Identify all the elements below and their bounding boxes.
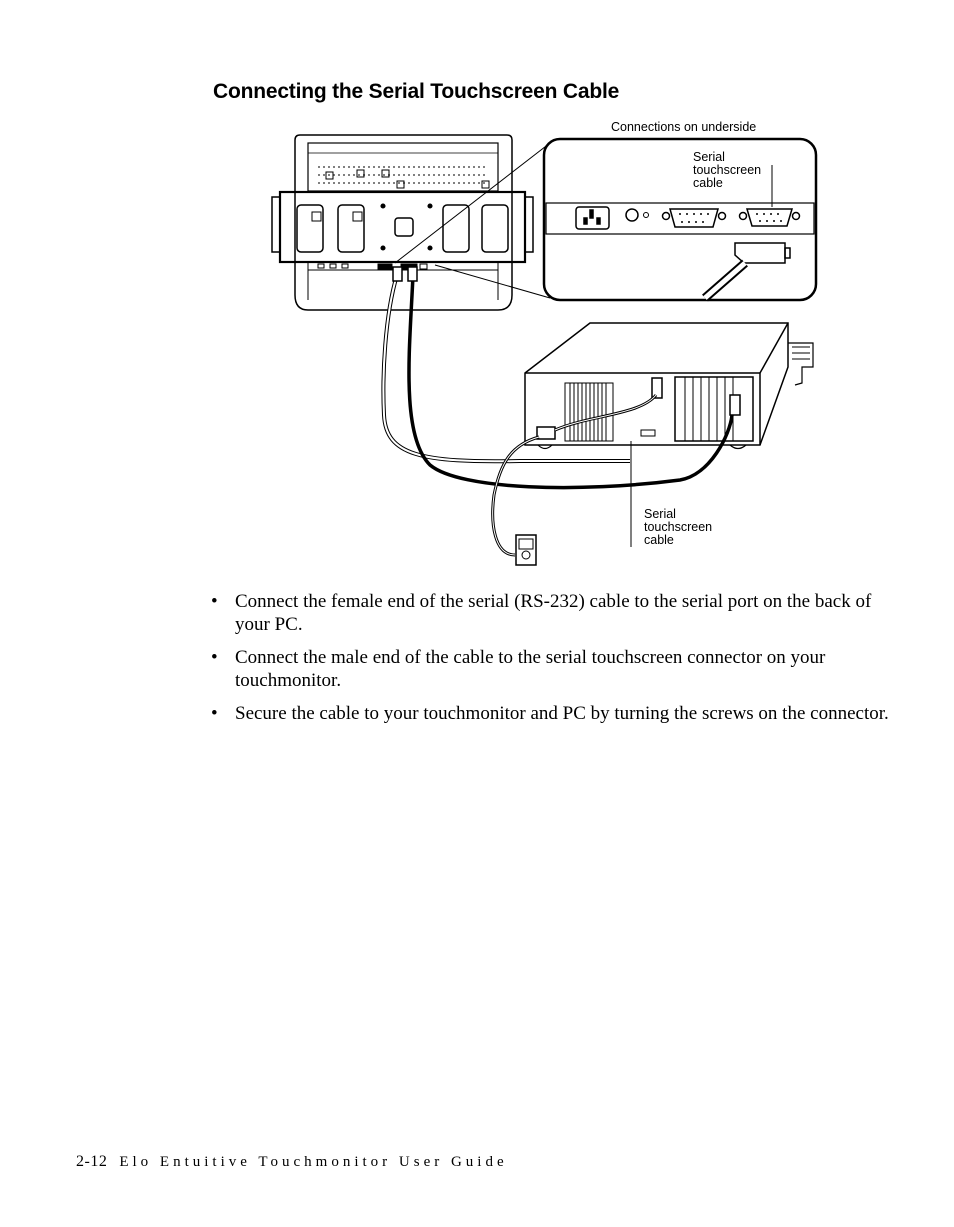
serial-cable [381, 274, 734, 557]
instruction-text: Connect the female end of the serial (RS… [235, 591, 872, 635]
instruction-text: Secure the cable to your touchmonitor an… [235, 703, 889, 724]
wall-outlet [515, 534, 537, 566]
diagram-illustration [271, 134, 818, 566]
label-connections-on-underside: Connections on underside [611, 120, 757, 134]
page-footer: 2-12 Elo Entuitive Touchmonitor User Guid… [76, 1153, 508, 1171]
instruction-item: • Connect the male end of the cable to th… [211, 646, 891, 692]
instruction-item: • Secure the cable to your touchmonitor a… [211, 702, 891, 725]
page-number: 2-12 [76, 1153, 108, 1170]
bullet-glyph: • [211, 591, 218, 612]
cable-connection-diagram: Connections on underside Serial touchscr… [260, 115, 840, 575]
instruction-text: Connect the male end of the cable to the… [235, 647, 826, 691]
label-inset-serial-touchscreen-cable: Serial touchscreen cable [693, 150, 762, 190]
section-heading: Connecting the Serial Touchscreen Cable [213, 80, 620, 103]
bullet-glyph: • [211, 703, 218, 724]
pc-illustration [524, 322, 814, 450]
touchmonitor-illustration [271, 134, 534, 311]
underside-connections-inset [542, 137, 818, 302]
label-pc-serial-touchscreen-cable: Serial touchscreen cable [644, 507, 713, 547]
instruction-item: • Connect the female end of the serial (R… [211, 590, 891, 636]
document-title: Elo Entuitive Touchmonitor User Guide [119, 1154, 508, 1170]
instruction-list: • Connect the female end of the serial (R… [211, 590, 891, 735]
bullet-glyph: • [211, 647, 218, 668]
